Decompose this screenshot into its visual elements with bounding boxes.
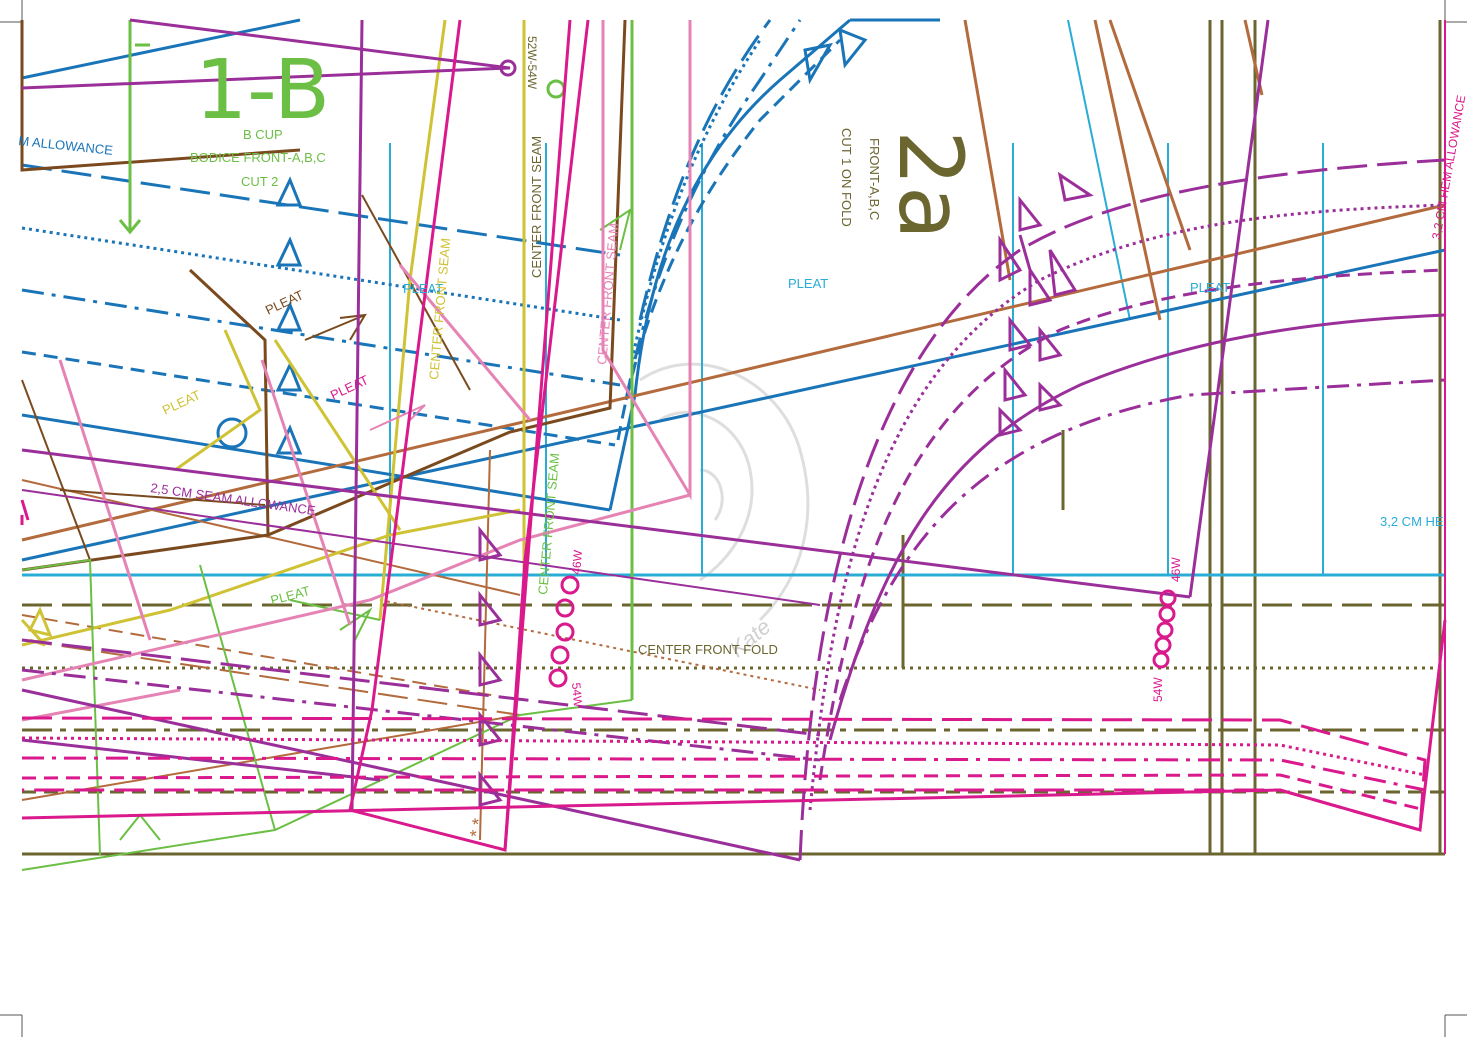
green-lines	[21, 20, 634, 871]
size-label-52-54: 52W-54W	[525, 36, 539, 90]
hem-allowance-right: 3,2 CM HE	[1380, 514, 1444, 529]
piece-2a-name: FRONT-A,B,C	[867, 138, 882, 220]
seam-allowance-label-top: M ALLOWANCE	[18, 133, 114, 158]
piece-2a-cut: CUT 1 ON FOLD	[839, 128, 854, 227]
notch-asterisk-marks: * *	[466, 817, 489, 839]
size-label-46-right: 46W	[1169, 557, 1183, 582]
center-front-seam-pink: CENTER FRONT SEAM	[594, 222, 621, 365]
pleat-label-yellow: PLEAT	[160, 387, 203, 418]
pleat-label-cyan-2a: PLEAT	[788, 276, 828, 291]
yellow-lines	[20, 19, 526, 647]
magenta-lines	[20, 19, 1447, 854]
pleat-label-blue: PLEAT	[403, 281, 443, 296]
blue-bodice-lines	[21, 18, 1446, 562]
olive-guide-lines	[22, 20, 1445, 856]
brown-lines	[21, 19, 1446, 841]
watermark-logo	[639, 362, 810, 622]
size-label-46-left: 46W	[569, 549, 585, 575]
size-label-54-left: 54W	[569, 682, 585, 708]
piece-1b-cut: CUT 2	[241, 174, 278, 189]
hem-allowance-top: 3,2 CM HEM ALLOWANCE	[1429, 94, 1467, 240]
piece-1b-number: 1-B	[195, 43, 330, 138]
purple-lines	[21, 18, 1446, 862]
pleat-label-brown: PLEAT	[263, 287, 306, 318]
size-label-54-right: 54W	[1151, 677, 1165, 702]
center-front-seam-olive: CENTER FRONT SEAM	[529, 136, 544, 278]
cyan-pleat-verticals	[389, 19, 1324, 575]
center-front-fold: CENTER FRONT FOLD	[638, 642, 778, 657]
pink-lines	[21, 20, 692, 722]
darkbrown-lines	[20, 19, 627, 572]
piece-2a-number: 2a	[879, 130, 982, 240]
piece-1b-name: BODICE FRONT-A,B,C	[190, 150, 326, 165]
pleat-label-pink: PLEAT	[328, 372, 371, 403]
piece-1b-cup: B CUP	[243, 127, 283, 142]
pleat-label-cyan-right: PLEAT	[1190, 280, 1230, 295]
